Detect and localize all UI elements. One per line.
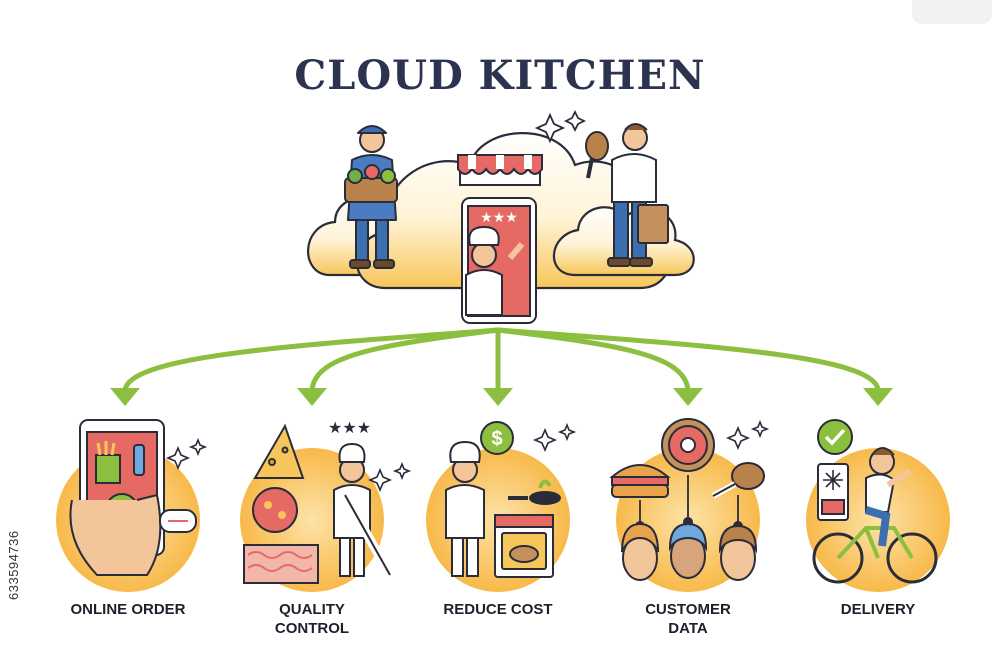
customer-data-icon — [609, 418, 765, 581]
connector-arrows — [122, 327, 881, 393]
svg-text:★★★: ★★★ — [328, 420, 371, 437]
svg-text:$: $ — [491, 428, 502, 450]
sparkle-icon — [367, 461, 412, 493]
farmer-figure — [344, 125, 398, 269]
stock-id-watermark: 633594736 — [6, 530, 21, 600]
label-reduce-cost: REDUCE COST — [443, 601, 553, 618]
storefront-awning-icon — [457, 154, 543, 186]
sparkle-icon — [534, 109, 587, 144]
customer-figure — [585, 123, 669, 267]
delivery-icon — [812, 419, 938, 584]
label-customer-data: CUSTOMER DATA — [645, 601, 731, 637]
label-delivery: DELIVERY — [840, 601, 916, 618]
sparkle-icon — [725, 419, 770, 451]
label-quality-control: QUALITY CONTROL — [274, 601, 350, 637]
sparkle-icon — [532, 422, 577, 453]
reduce-cost-icon: $ — [445, 421, 561, 578]
label-online-order: ONLINE ORDER — [70, 601, 186, 618]
page-title: CLOUD KITCHEN — [294, 52, 706, 99]
svg-text:★★★: ★★★ — [480, 209, 518, 225]
sparkle-icon — [165, 437, 208, 471]
arrowheads — [110, 388, 893, 406]
smartphone-order-icon — [69, 419, 197, 576]
phone-chef-figure: ★★★ — [461, 197, 537, 324]
top-corner-tab — [912, 0, 992, 24]
quality-control-icon: ★★★ — [243, 420, 394, 584]
